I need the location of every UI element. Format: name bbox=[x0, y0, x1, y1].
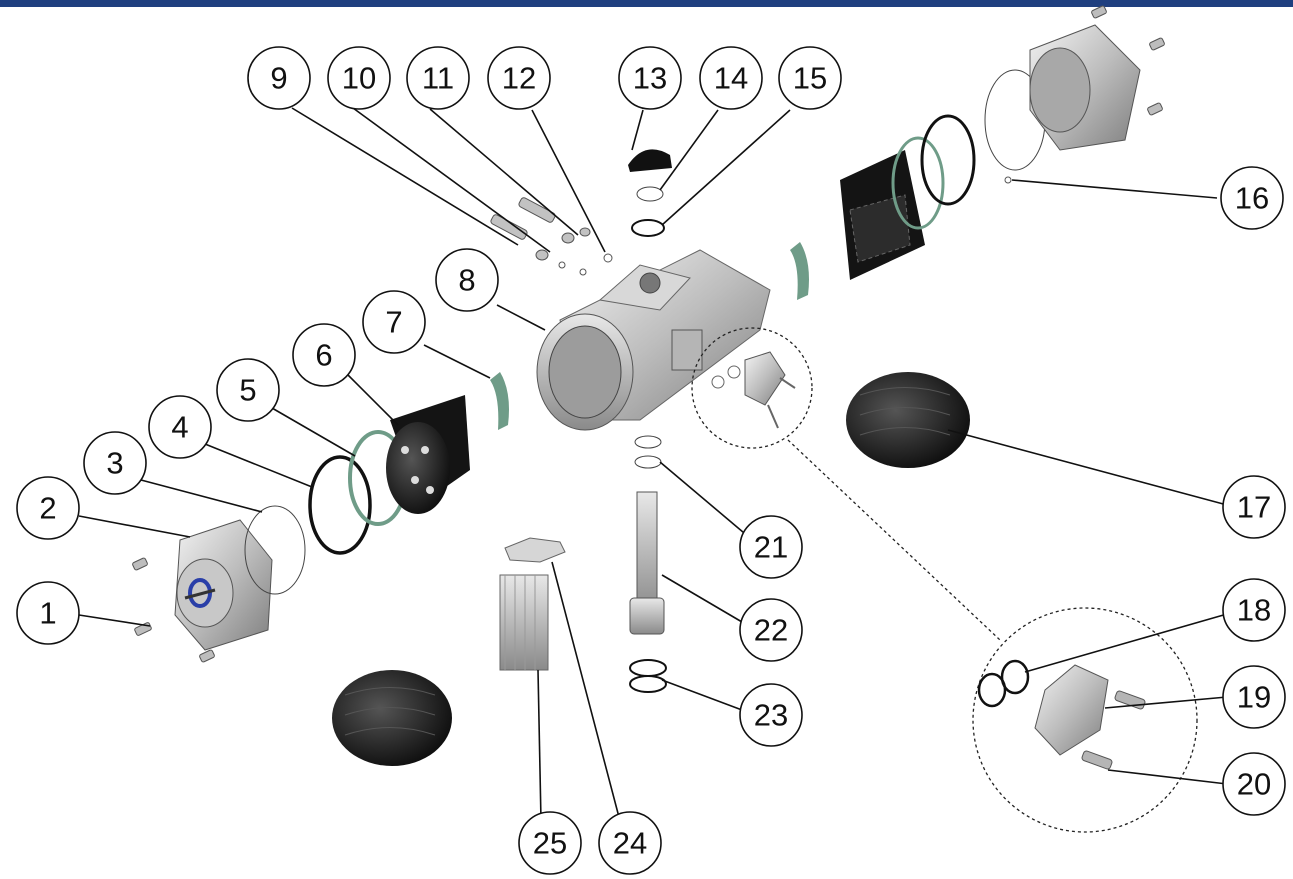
right-piston bbox=[840, 69, 1046, 280]
pinion-shaft bbox=[629, 435, 667, 693]
o-ring-large bbox=[308, 455, 372, 555]
callout-14: 14 bbox=[699, 46, 763, 110]
callout-2: 2 bbox=[16, 476, 80, 540]
indicator-cap bbox=[628, 149, 672, 172]
svg-text:9: 9 bbox=[270, 61, 287, 96]
port-plate-small bbox=[711, 351, 796, 429]
callout-11: 11 bbox=[406, 46, 470, 110]
actuator-housing bbox=[536, 249, 771, 431]
callout-9: 9 bbox=[247, 46, 311, 110]
svg-text:3: 3 bbox=[106, 446, 123, 481]
detail-circle-large bbox=[972, 607, 1198, 833]
cam-washer bbox=[504, 537, 566, 563]
svg-text:1: 1 bbox=[39, 596, 56, 631]
detail-circle-small bbox=[691, 327, 813, 449]
callout-17: 17 bbox=[1222, 475, 1286, 539]
leader-lines bbox=[78, 107, 1228, 822]
callout-8: 8 bbox=[435, 248, 499, 312]
gasket-ring bbox=[244, 505, 306, 595]
svg-text:14: 14 bbox=[714, 61, 748, 96]
spring-left bbox=[332, 670, 452, 766]
detail-connector bbox=[787, 439, 1001, 641]
svg-text:19: 19 bbox=[1237, 680, 1271, 715]
svg-text:8: 8 bbox=[458, 263, 475, 298]
svg-text:10: 10 bbox=[342, 61, 376, 96]
svg-text:24: 24 bbox=[613, 826, 647, 861]
callout-5: 5 bbox=[216, 358, 280, 422]
port-plate-detail bbox=[977, 659, 1146, 770]
callout-4: 4 bbox=[148, 395, 212, 459]
svg-text:11: 11 bbox=[422, 61, 454, 96]
callout-16: 16 bbox=[1220, 166, 1284, 230]
callout-7: 7 bbox=[362, 290, 426, 354]
svg-text:5: 5 bbox=[239, 373, 256, 408]
header-bar bbox=[0, 0, 1293, 7]
svg-text:2: 2 bbox=[39, 491, 56, 526]
callout-23: 23 bbox=[739, 683, 803, 747]
callout-1: 1 bbox=[16, 581, 80, 645]
svg-text:20: 20 bbox=[1237, 767, 1271, 802]
svg-text:22: 22 bbox=[754, 613, 788, 648]
svg-text:13: 13 bbox=[633, 61, 667, 96]
drive-gear bbox=[499, 574, 549, 671]
callout-10: 10 bbox=[327, 46, 391, 110]
svg-text:12: 12 bbox=[502, 61, 536, 96]
top-bolts bbox=[490, 197, 613, 276]
callout-22: 22 bbox=[739, 598, 803, 662]
callout-13: 13 bbox=[618, 46, 682, 110]
callout-6: 6 bbox=[292, 323, 356, 387]
guide-band-right bbox=[790, 242, 809, 300]
left-piston bbox=[386, 395, 470, 514]
callout-19: 19 bbox=[1222, 665, 1286, 729]
svg-text:18: 18 bbox=[1237, 593, 1271, 628]
left-end-cap bbox=[174, 519, 273, 651]
indicator-o-ring bbox=[631, 219, 665, 237]
svg-text:17: 17 bbox=[1237, 490, 1271, 525]
svg-text:21: 21 bbox=[754, 530, 788, 565]
callout-15: 15 bbox=[778, 46, 842, 110]
svg-text:4: 4 bbox=[171, 410, 188, 445]
svg-text:16: 16 bbox=[1235, 181, 1269, 216]
callout-12: 12 bbox=[487, 46, 551, 110]
svg-text:7: 7 bbox=[385, 305, 402, 340]
callout-25: 25 bbox=[518, 811, 582, 875]
spring-right bbox=[846, 372, 970, 468]
svg-text:23: 23 bbox=[754, 698, 788, 733]
indicator-ring bbox=[636, 186, 664, 202]
svg-text:15: 15 bbox=[793, 61, 827, 96]
svg-text:6: 6 bbox=[315, 338, 332, 373]
callout-20: 20 bbox=[1222, 752, 1286, 816]
callout-3: 3 bbox=[83, 431, 147, 495]
right-end-cap bbox=[1004, 5, 1165, 184]
callout-24: 24 bbox=[598, 811, 662, 875]
callout-21: 21 bbox=[739, 515, 803, 579]
svg-text:25: 25 bbox=[533, 826, 567, 861]
callout-18: 18 bbox=[1222, 578, 1286, 642]
guide-band-left bbox=[490, 372, 509, 430]
